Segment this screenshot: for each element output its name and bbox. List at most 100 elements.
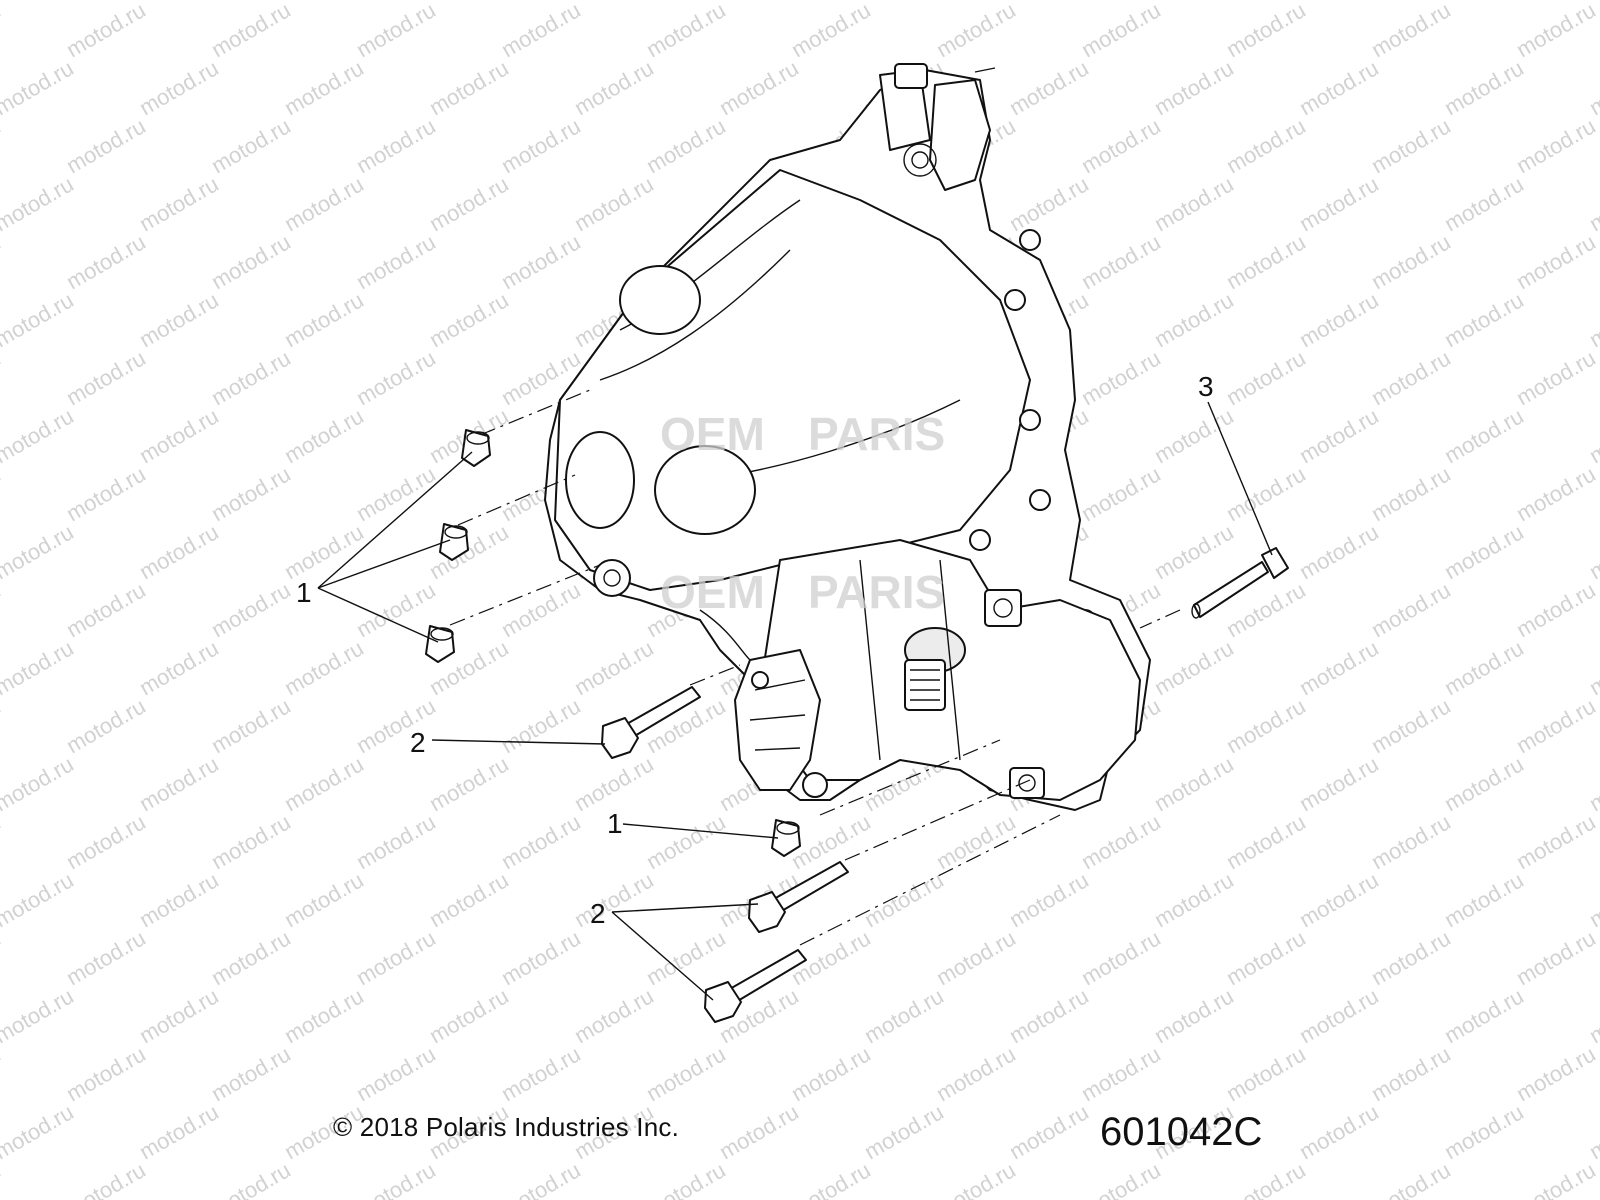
oem-watermark-1a: OEM bbox=[660, 408, 765, 460]
watermark-text: motod.ru bbox=[1222, 1041, 1310, 1106]
watermark-text: motod.ru bbox=[1295, 171, 1383, 236]
watermark-text: motod.ru bbox=[787, 1157, 875, 1200]
watermark-text: motod.ru bbox=[62, 1157, 150, 1200]
watermark-text: motod.ru bbox=[425, 55, 513, 120]
watermark-text: motod.ru bbox=[1367, 0, 1455, 62]
watermark-text: motod.ru bbox=[1367, 345, 1455, 410]
watermark-text: motod.ru bbox=[1367, 809, 1455, 874]
watermark-text: motod.ru bbox=[1077, 345, 1165, 410]
watermark-text: motod.ru bbox=[1077, 1041, 1165, 1106]
watermark-text: motod.ru bbox=[0, 635, 78, 700]
watermark-text: motod.ru bbox=[352, 1157, 440, 1200]
watermark-text: motod.ru bbox=[1512, 925, 1600, 990]
watermark-text: motod.ru bbox=[1150, 983, 1238, 1048]
watermark-text: motod.ru bbox=[280, 287, 368, 352]
watermark-text: motod.ru bbox=[1367, 1157, 1455, 1200]
watermark-text: motod.ru bbox=[135, 171, 223, 236]
watermark-text: motod.ru bbox=[1150, 635, 1238, 700]
watermark-text: motod.ru bbox=[642, 113, 730, 178]
oem-watermark-2b: PARIS bbox=[808, 566, 945, 618]
watermark-text: motod.ru bbox=[207, 113, 295, 178]
watermark-text: motod.ru bbox=[1005, 867, 1093, 932]
watermark-text: motod.ru bbox=[352, 113, 440, 178]
watermark-text: motod.ru bbox=[1295, 1099, 1383, 1164]
watermark-text: motod.ru bbox=[1222, 809, 1310, 874]
watermark-text: motod.ru bbox=[1222, 1157, 1310, 1200]
watermark-text: motod.ru bbox=[1585, 983, 1600, 1048]
watermark-text: motod.ru bbox=[1367, 113, 1455, 178]
watermark-text: motod.ru bbox=[497, 229, 585, 294]
watermark-text: motod.ru bbox=[642, 0, 730, 62]
watermark-text: motod.ru bbox=[1512, 461, 1600, 526]
watermark-text: motod.ru bbox=[425, 751, 513, 816]
watermark-text: motod.ru bbox=[1295, 55, 1383, 120]
watermark-text: motod.ru bbox=[352, 229, 440, 294]
watermark-text: motod.ru bbox=[1440, 519, 1528, 584]
watermark-text: motod.ru bbox=[1585, 403, 1600, 468]
watermark-text: motod.ru bbox=[62, 1041, 150, 1106]
watermark-text: motod.ru bbox=[352, 345, 440, 410]
watermark-text: motod.ru bbox=[207, 0, 295, 62]
watermark-text: motod.ru bbox=[1295, 403, 1383, 468]
oem-watermark-2a: OEM bbox=[660, 566, 765, 618]
watermark-text: motod.ru bbox=[1512, 693, 1600, 758]
watermark-text: motod.ru bbox=[62, 693, 150, 758]
watermark-text: motod.ru bbox=[1440, 983, 1528, 1048]
watermark-text: motod.ru bbox=[497, 925, 585, 990]
nut-lower bbox=[425, 625, 455, 663]
watermark-text: motod.ru bbox=[0, 461, 5, 526]
watermark-text: motod.ru bbox=[280, 403, 368, 468]
watermark-text: motod.ru bbox=[1077, 925, 1165, 990]
watermark-text: motod.ru bbox=[425, 983, 513, 1048]
watermark-text: motod.ru bbox=[1367, 577, 1455, 642]
watermark-text: motod.ru bbox=[62, 345, 150, 410]
watermark-text: motod.ru bbox=[0, 171, 78, 236]
watermark-text: motod.ru bbox=[1440, 0, 1528, 4]
watermark-text: motod.ru bbox=[135, 287, 223, 352]
watermark-text: motod.ru bbox=[280, 867, 368, 932]
watermark-text: motod.ru bbox=[1512, 229, 1600, 294]
watermark-text: motod.ru bbox=[280, 0, 368, 4]
watermark-text: motod.ru bbox=[1295, 519, 1383, 584]
watermark-text: motod.ru bbox=[135, 519, 223, 584]
watermark-text: motod.ru bbox=[860, 0, 948, 4]
watermark-text: motod.ru bbox=[1585, 1099, 1600, 1164]
watermark-text: motod.ru bbox=[932, 1157, 1020, 1200]
watermark-text: motod.ru bbox=[62, 113, 150, 178]
watermark-text: motod.ru bbox=[280, 635, 368, 700]
watermark-text: motod.ru bbox=[1512, 345, 1600, 410]
watermark-text: motod.ru bbox=[1222, 229, 1310, 294]
watermark-text: motod.ru bbox=[62, 229, 150, 294]
watermark-text: motod.ru bbox=[932, 0, 1020, 62]
watermark-text: motod.ru bbox=[0, 1041, 5, 1106]
watermark-text: motod.ru bbox=[1222, 693, 1310, 758]
watermark-text: motod.ru bbox=[1295, 635, 1383, 700]
watermark-text: motod.ru bbox=[1512, 0, 1600, 62]
watermark-text: motod.ru bbox=[135, 403, 223, 468]
watermark-text: motod.ru bbox=[860, 867, 948, 932]
watermark-text: motod.ru bbox=[1440, 751, 1528, 816]
watermark-text: motod.ru bbox=[1077, 229, 1165, 294]
watermark-text: motod.ru bbox=[135, 55, 223, 120]
watermark-text: motod.ru bbox=[787, 1041, 875, 1106]
watermark-text: motod.ru bbox=[1512, 113, 1600, 178]
watermark-text: motod.ru bbox=[207, 693, 295, 758]
bolt-lower-b bbox=[704, 949, 807, 1023]
watermark-text: motod.ru bbox=[135, 635, 223, 700]
watermark-text: motod.ru bbox=[0, 345, 5, 410]
watermark-text: motod.ru bbox=[0, 751, 78, 816]
callout-leaders bbox=[317, 401, 1273, 1001]
watermark-text: motod.ru bbox=[1367, 925, 1455, 990]
nut-middle bbox=[439, 523, 469, 561]
watermark-text: motod.ru bbox=[1150, 519, 1238, 584]
watermark-text: motod.ru bbox=[135, 983, 223, 1048]
watermark-text: motod.ru bbox=[497, 113, 585, 178]
watermark-text: motod.ru bbox=[642, 1157, 730, 1200]
watermark-text: motod.ru bbox=[207, 1041, 295, 1106]
watermark-text: motod.ru bbox=[207, 809, 295, 874]
watermark-text: motod.ru bbox=[1440, 1099, 1528, 1164]
watermark-text: motod.ru bbox=[570, 171, 658, 236]
watermark-text: motod.ru bbox=[62, 925, 150, 990]
watermark-text: motod.ru bbox=[1295, 983, 1383, 1048]
